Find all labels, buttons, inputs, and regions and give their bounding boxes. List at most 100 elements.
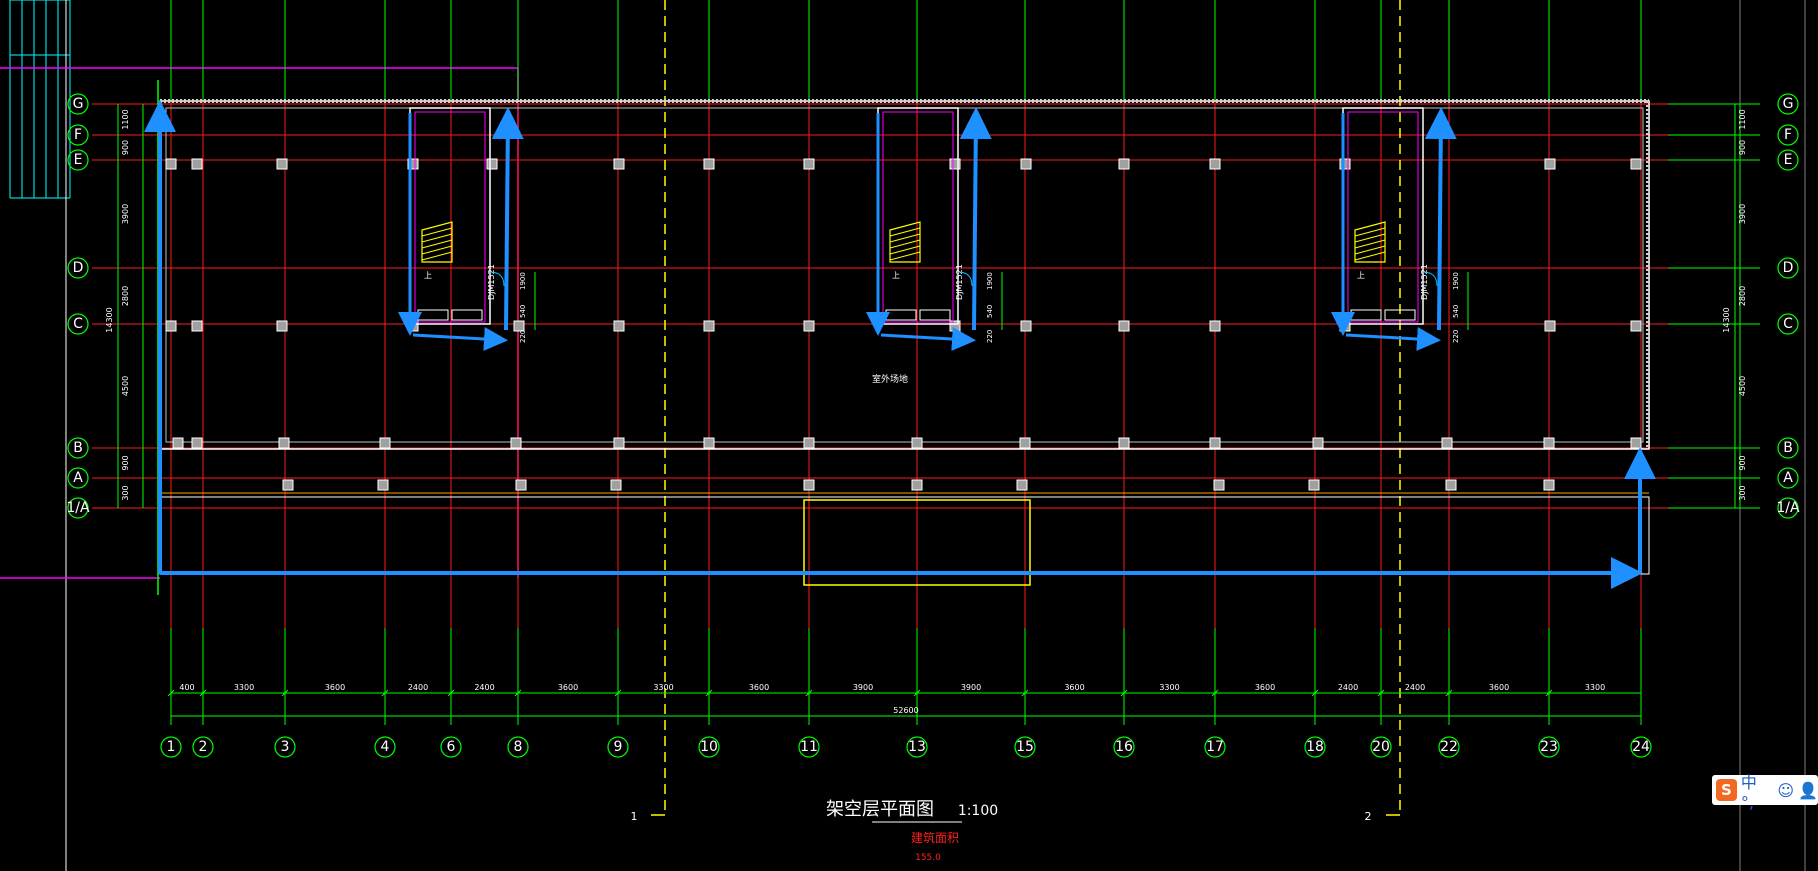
axis-bubble: [1014, 736, 1036, 758]
dim-text: 2800: [121, 286, 130, 306]
door-swing: [957, 271, 973, 287]
dim-tick: [913, 689, 921, 697]
column: [513, 320, 525, 332]
column: [1118, 437, 1130, 449]
stair-label: 上: [1357, 271, 1365, 280]
stair-tread: [889, 251, 921, 261]
dim-tick: [381, 689, 389, 697]
door-label: DJM1521: [955, 264, 964, 300]
annotation-arrow: [1345, 327, 1441, 351]
axis-label: 13: [908, 739, 926, 755]
stair-icon: [1354, 221, 1386, 263]
axis-label: 1/A: [66, 500, 90, 516]
column: [1308, 479, 1320, 491]
axis-bubble: [1304, 736, 1326, 758]
dim-text: 1100: [121, 109, 130, 129]
column: [1016, 479, 1028, 491]
column: [1630, 320, 1642, 332]
axis-bubble: [1777, 149, 1799, 171]
dim-tick: [1311, 689, 1319, 697]
window: [885, 309, 917, 321]
dim-tick: [514, 689, 522, 697]
stair-label: 上: [424, 271, 432, 280]
smiley-icon[interactable]: ☺: [1777, 780, 1795, 800]
axis-label: 22: [1440, 739, 1458, 755]
door-label: DJM1521: [487, 264, 496, 300]
dim-tick: [1445, 689, 1453, 697]
column: [1118, 158, 1130, 170]
dim-tick: [614, 689, 622, 697]
dim-text: 3900: [853, 683, 873, 692]
axis-bubble: [1370, 736, 1392, 758]
window: [451, 309, 483, 321]
axis-label: 4: [381, 739, 390, 755]
dim-text: 2400: [408, 683, 428, 692]
ime-mode-text[interactable]: 中 °,: [1740, 772, 1757, 812]
column: [703, 320, 715, 332]
column: [1020, 320, 1032, 332]
column: [911, 437, 923, 449]
user-icon[interactable]: 👤: [1798, 780, 1818, 800]
stair-tread: [889, 239, 921, 249]
axis-bubble: [1777, 313, 1799, 335]
annotation-arrow: [959, 107, 992, 331]
column: [1118, 320, 1130, 332]
axis-bubble: [607, 736, 629, 758]
stair-dim-text: 220: [1452, 330, 1460, 343]
column: [1543, 437, 1555, 449]
drawing-subtitle-small: 155.0: [915, 853, 941, 863]
dim-text: 3600: [749, 683, 769, 692]
column: [1543, 479, 1555, 491]
column: [1630, 158, 1642, 170]
door-label: DJM1521: [1420, 264, 1429, 300]
dim-text: 1100: [1738, 109, 1747, 129]
dim-text: 3900: [961, 683, 981, 692]
window: [1350, 309, 1382, 321]
stairwell-wall: [1342, 107, 1424, 325]
annotation-arrow: [412, 327, 508, 351]
annotation-arrow: [1424, 107, 1457, 331]
drawing-subtitle: 建筑面积: [911, 830, 959, 845]
axis-bubble: [67, 93, 89, 115]
dim-tick: [167, 689, 175, 697]
axis-bubble: [1538, 736, 1560, 758]
sogou-logo-icon[interactable]: S: [1716, 779, 1737, 801]
axis-label: 11: [800, 739, 818, 755]
axis-label: C: [1783, 316, 1793, 332]
axis-label: G: [73, 96, 84, 112]
axis-label: 17: [1206, 739, 1224, 755]
axis-bubble: [906, 736, 928, 758]
ime-toolbar[interactable]: S 中 °, ☺ 👤: [1712, 773, 1818, 812]
stairwell-inner: [414, 111, 486, 323]
axis-label: 10: [700, 739, 718, 755]
column: [191, 158, 203, 170]
stair-dim-text: 1900: [1452, 272, 1460, 290]
stair-dim-text: 220: [986, 330, 994, 343]
axis-label: D: [73, 260, 84, 276]
axis-bubble: [67, 257, 89, 279]
column: [282, 479, 294, 491]
dim-tick: [805, 689, 813, 697]
stair-tread: [421, 227, 453, 237]
axis-label: D: [1783, 260, 1794, 276]
dim-text: 3300: [653, 683, 673, 692]
dim-text: 300: [1738, 485, 1747, 500]
dim-text: 3600: [325, 683, 345, 692]
axis-label: 1/A: [1776, 500, 1800, 516]
axis-label: 23: [1540, 739, 1558, 755]
axis-label: 24: [1632, 739, 1650, 755]
stair-tread: [1354, 245, 1386, 255]
axis-bubble: [1777, 257, 1799, 279]
axis-bubble: [67, 437, 89, 459]
dim-tick: [1545, 689, 1553, 697]
dim-tick: [1377, 689, 1385, 697]
dim-text: 3900: [1738, 204, 1747, 224]
column: [1020, 158, 1032, 170]
dim-total: 14300: [105, 307, 114, 332]
window: [1384, 309, 1416, 321]
stair-tread: [421, 239, 453, 249]
dim-text: 400: [179, 683, 194, 692]
axis-bubble: [374, 736, 396, 758]
